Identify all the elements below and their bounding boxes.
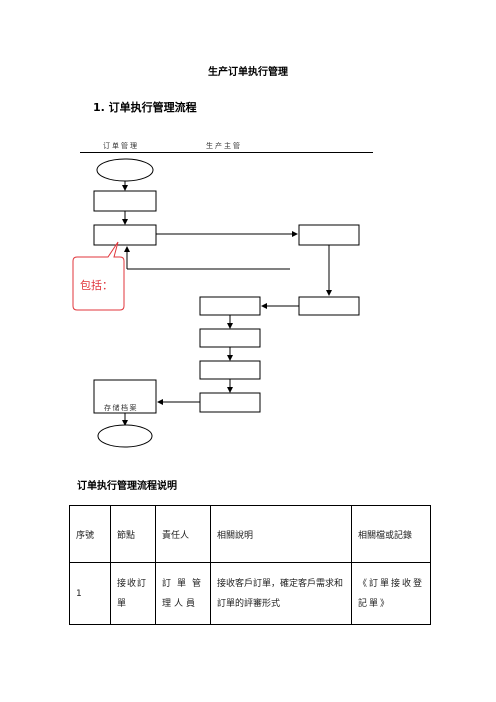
- step-box-1: [93, 190, 157, 212]
- step-box-3: [298, 224, 360, 246]
- col-header-node: 節點: [110, 505, 156, 563]
- flow-header-line: [80, 152, 373, 153]
- col-header-explanation: 相關說明: [210, 505, 352, 563]
- step-box-2: [93, 224, 157, 246]
- table-header-row: 序號 節點 責任人 相關說明 相關檔或記錄: [69, 505, 431, 563]
- table-row: 1 接收訂單 訂單管理人員 接收客戶訂單，確定客戶需求和訂單的評審形式 《訂單接…: [69, 562, 431, 625]
- col-header-seq: 序號: [69, 505, 111, 563]
- cell-responsible: 訂單管理人員: [155, 562, 211, 625]
- step-box-8: [199, 392, 261, 413]
- description-heading: 订单执行管理流程说明: [77, 481, 177, 492]
- start-terminal: [96, 158, 154, 182]
- flow-header-right: 生产主管: [206, 142, 242, 150]
- step-box-5: [199, 296, 261, 316]
- col-header-responsible: 責任人: [155, 505, 211, 563]
- step-box-7: [199, 360, 261, 380]
- archive-box-label: 存储档案: [104, 404, 138, 412]
- step-box-6: [199, 328, 261, 348]
- flowchart: [72, 158, 360, 448]
- callout-bubble: [72, 241, 125, 311]
- flow-header-left: 订单管理: [103, 142, 139, 150]
- page-title: 生产订单执行管理: [208, 67, 288, 78]
- step-box-4: [298, 296, 360, 316]
- end-terminal: [97, 424, 153, 448]
- cell-node: 接收訂單: [110, 562, 156, 625]
- cell-seq: 1: [69, 562, 111, 625]
- cell-record: 《訂單接收登記單》: [351, 562, 431, 625]
- description-table: 序號 節點 責任人 相關說明 相關檔或記錄 1 接收訂單 訂單管理人員 接收客戶…: [69, 505, 431, 625]
- col-header-record: 相關檔或記錄: [351, 505, 431, 563]
- cell-explanation: 接收客戶訂單，確定客戶需求和訂單的評審形式: [210, 562, 352, 625]
- section-heading: 1. 订单执行管理流程: [93, 101, 197, 114]
- callout-text: 包括：: [80, 279, 113, 292]
